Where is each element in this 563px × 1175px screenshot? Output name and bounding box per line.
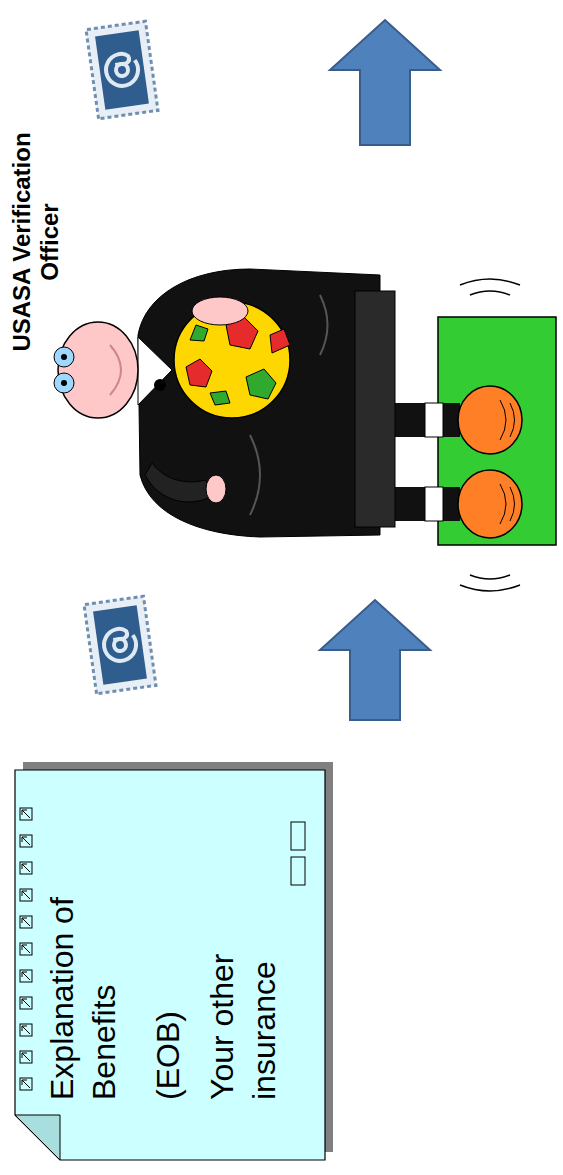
checkbox-row xyxy=(20,808,32,1090)
document-node: Explanation of Benefits (EOB) Your other i… xyxy=(15,770,325,1160)
email-stamp xyxy=(86,21,158,118)
outgoing-arrow xyxy=(330,20,440,145)
folded-corner xyxy=(15,1115,60,1160)
document-text: Your other insurance xyxy=(201,890,285,1100)
officer-node: USASA Verification Officer xyxy=(4,83,560,563)
form-field xyxy=(291,857,305,885)
figure-title: USASA Verification Officer xyxy=(8,112,64,372)
form-field xyxy=(291,822,305,850)
flow-arrow xyxy=(320,600,430,720)
document-page xyxy=(15,770,325,1160)
document-heading: Explanation of Benefits xyxy=(41,890,125,1100)
document-text: (EOB) xyxy=(147,890,189,1100)
email-stamp xyxy=(84,596,156,693)
referee-figure xyxy=(54,269,556,591)
